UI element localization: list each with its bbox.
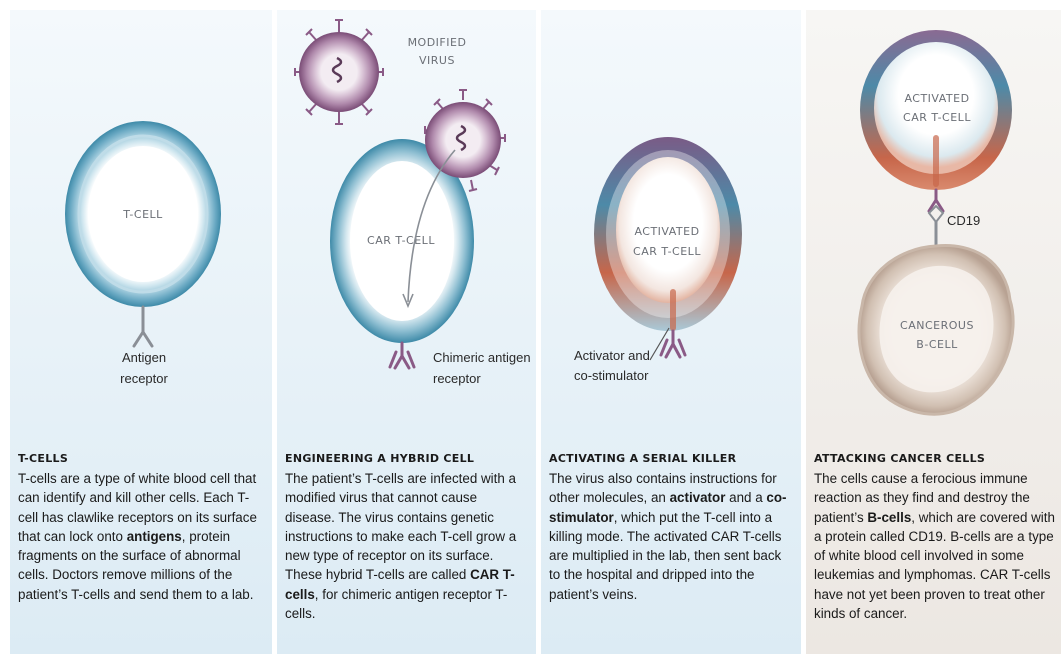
body-text-run: and a (725, 490, 767, 506)
virus-icon (294, 19, 384, 125)
panel-activating: ACTIVATED CAR T-CELL Activator and co-st… (541, 10, 801, 654)
body-bold-term: CAR T-cells (285, 567, 515, 602)
cell-label-line-2: CAR T-CELL (633, 245, 701, 258)
cd19-receptor-icon (927, 188, 945, 250)
annotation-line-2: co-stimulator (574, 368, 649, 383)
activated-cell-illustration: ACTIVATED CAR T-CELL Activator and co-st… (574, 137, 742, 383)
body-text-run: The cells cause a ferocious immune react… (814, 471, 1030, 525)
panel-heading: ATTACKING CANCER CELLS (814, 452, 986, 465)
panel-text: ENGINEERING A HYBRID CELL The patient’s … (285, 452, 530, 623)
cell-label: T-CELL (122, 208, 163, 221)
receptor-icon (659, 329, 687, 359)
annotation-line-1: Antigen (122, 350, 166, 365)
panel-body: The patient’s T-cells are infected with … (285, 469, 530, 623)
panel-heading: ENGINEERING A HYBRID CELL (285, 452, 475, 465)
attached-virus-icon (424, 89, 506, 192)
body-bold-term: activator (669, 490, 726, 506)
panel-text: ATTACKING CANCER CELLS The cells cause a… (814, 452, 1055, 623)
body-text-run: , for chimeric antigen receptor T-cells. (285, 586, 508, 622)
cd19-label: CD19 (947, 213, 980, 228)
virus-label-line-1: MODIFIED (408, 36, 467, 49)
panel-t-cells: T-CELL Antigen receptor T-CELLS T-cells … (10, 10, 272, 654)
panel-text: T-CELLS T-cells are a type of white bloo… (18, 452, 266, 604)
cell-label-line-2: CAR T-CELL (903, 111, 971, 124)
arrow-head-icon (402, 293, 414, 309)
annotation-line-2: receptor (120, 371, 168, 386)
cancer-label-line-2: B-CELL (916, 338, 958, 351)
cell-label-line-1: ACTIVATED (634, 225, 699, 238)
body-bold-term: B-cells (867, 509, 912, 525)
annotation-line-2: receptor (433, 371, 481, 386)
annotation-line-1: Chimeric antigen (433, 350, 531, 365)
body-text-run: The virus also contains instructions for… (549, 471, 777, 506)
body-text-run: , which are covered with a protein calle… (814, 509, 1055, 622)
cell-label: CAR T-CELL (367, 234, 435, 247)
t-cell-icon (65, 121, 221, 307)
virus-label-line-2: VIRUS (419, 54, 455, 67)
t-cell-illustration: T-CELL Antigen receptor (65, 121, 221, 386)
body-text-run: , which put the T-cell into a killing mo… (549, 509, 782, 602)
panel-body: The virus also contains instructions for… (549, 469, 795, 604)
body-bold-term: co-stimulator (549, 490, 787, 525)
activated-cell-icon (594, 137, 742, 331)
chimeric-receptor-icon (388, 341, 416, 370)
cell-label-line-1: ACTIVATED (904, 92, 969, 105)
body-text-run: The patient’s T-cells are infected with … (285, 471, 517, 583)
attack-illustration: ACTIVATED CAR T-CELL CD19 CANCEROUS B-CE… (857, 30, 1015, 416)
activated-car-t-cell-icon (860, 30, 1012, 190)
panel-heading: ACTIVATING A SERIAL KILLER (549, 452, 737, 465)
pointer-line (649, 327, 670, 361)
panel-body: T-cells are a type of white blood cell t… (18, 469, 266, 604)
annotation-line-1: Activator and (574, 348, 650, 363)
hybrid-cell-illustration: CAR T-CELL MODIFIED VIRUS (294, 19, 531, 386)
panel-text: ACTIVATING A SERIAL KILLER The virus als… (549, 452, 795, 604)
panel-heading: T-CELLS (18, 452, 69, 465)
receptor-icon (132, 305, 154, 348)
cancer-label-line-1: CANCEROUS (900, 319, 974, 332)
panel-body: The cells cause a ferocious immune react… (814, 469, 1055, 623)
panel-engineering: CAR T-CELL MODIFIED VIRUS (277, 10, 536, 654)
body-text-run: , protein fragments on the surface of ab… (18, 528, 254, 602)
car-t-cell-icon (330, 139, 474, 343)
body-text-run: T-cells are a type of white blood cell t… (18, 471, 257, 544)
cancer-cell-icon (857, 244, 1015, 416)
panel-attacking: ACTIVATED CAR T-CELL CD19 CANCEROUS B-CE… (806, 10, 1061, 654)
body-bold-term: antigens (126, 528, 182, 544)
infection-arrow (407, 149, 456, 303)
